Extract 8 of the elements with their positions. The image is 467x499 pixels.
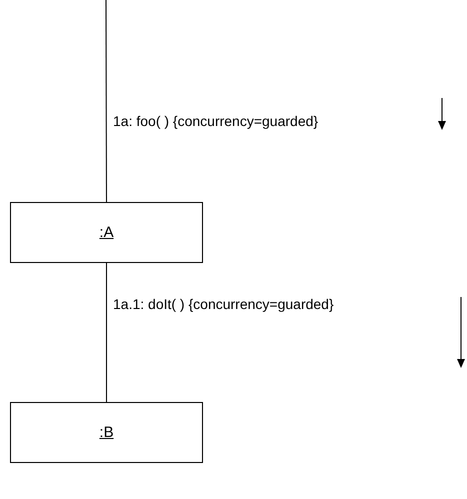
connector-line <box>106 0 107 202</box>
edge-label: 1a.1: doIt( ) {concurrency=guarded} <box>113 296 334 312</box>
object-box <box>10 402 203 463</box>
object-name: :A <box>99 224 114 241</box>
connector-line <box>106 262 107 402</box>
edge-label: 1a: foo( ) {concurrency=guarded} <box>113 113 318 129</box>
object-name: :B <box>99 424 114 441</box>
object-box <box>10 202 203 263</box>
